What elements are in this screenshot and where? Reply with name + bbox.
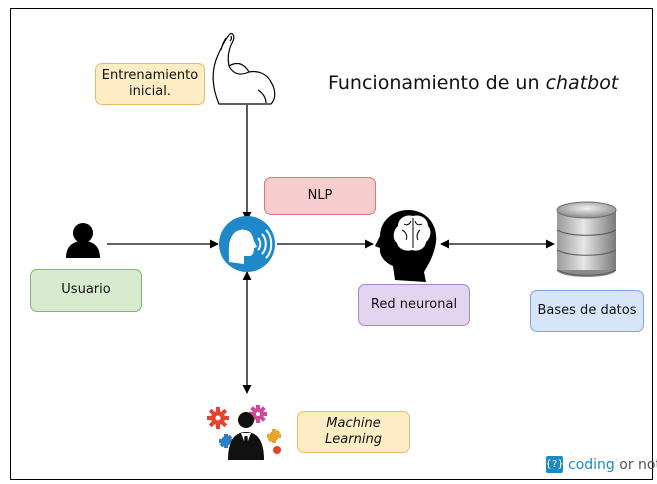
- brand-text: coding or not: [568, 457, 657, 473]
- speaking-head-icon: [219, 216, 275, 272]
- brand-word-coding: coding: [568, 456, 615, 473]
- node-bases-de-datos-label: Bases de datos: [537, 302, 637, 318]
- node-usuario-label: Usuario: [61, 282, 111, 298]
- brand-logo: {?} coding or not: [545, 456, 657, 473]
- brand-mark-icon: {?}: [545, 456, 564, 473]
- user-silhouette-icon: [66, 223, 100, 258]
- node-entrenamiento-line2: inicial.: [129, 84, 171, 99]
- node-red-neuronal: Red neuronal: [358, 284, 470, 326]
- businessman-gears-icon: [207, 405, 281, 460]
- brain-head-icon: [375, 210, 437, 282]
- node-entrenamiento-line1: Entrenamiento: [101, 67, 199, 83]
- node-machine-learning-line1: Machine: [326, 415, 381, 431]
- node-usuario: Usuario: [30, 269, 142, 312]
- node-entrenamiento-inicial: Entrenamiento inicial.: [95, 63, 205, 105]
- diagram-title: Funcionamiento de un chatbot: [328, 72, 618, 94]
- node-bases-de-datos: Bases de datos: [530, 290, 644, 332]
- node-nlp: NLP: [264, 177, 376, 215]
- node-nlp-label: NLP: [307, 187, 333, 203]
- brand-word-or-not: or not: [614, 456, 657, 473]
- diagram-title-emphasis: chatbot: [545, 72, 619, 94]
- bicep-arm-icon: [212, 32, 276, 105]
- diagram-title-prefix: Funcionamiento de un: [328, 72, 546, 94]
- node-red-neuronal-label: Red neuronal: [370, 296, 458, 312]
- node-machine-learning-line2: Learning: [325, 432, 382, 447]
- database-icon: [556, 201, 617, 277]
- node-machine-learning: Machine Learning: [297, 411, 410, 453]
